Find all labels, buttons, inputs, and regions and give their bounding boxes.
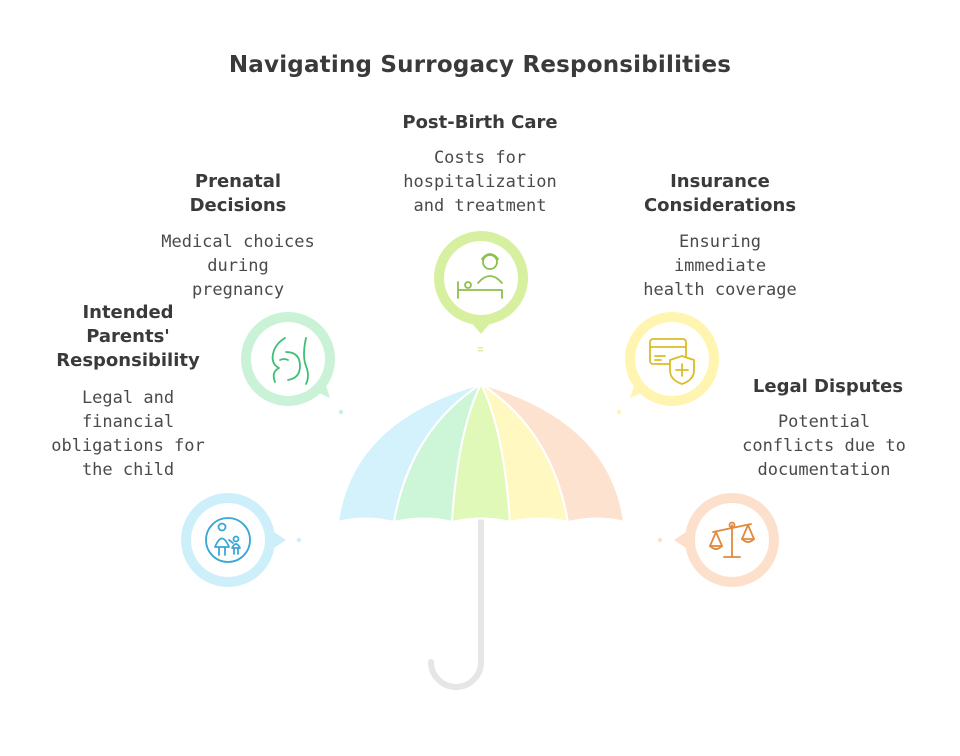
scales-icon — [709, 521, 755, 558]
pregnancy-icon — [271, 337, 309, 385]
desc-line: hospitalization — [403, 172, 557, 192]
desc-line: the child — [81, 460, 175, 480]
desc-line: pregnancy — [191, 280, 285, 300]
heading-line: Intended — [82, 302, 174, 323]
bubble-post-birth-care — [434, 231, 528, 352]
bubble-prenatal-decisions — [241, 312, 344, 415]
umbrella-handle — [428, 517, 484, 690]
desc-line: conflicts due to — [742, 436, 906, 456]
heading-line: Post-Birth Care — [402, 112, 558, 133]
parent-child-icon — [205, 517, 251, 563]
heading-line: Legal Disputes — [752, 376, 904, 397]
desc-line: Medical choices — [161, 232, 315, 252]
desc-line: and treatment — [413, 196, 547, 216]
desc-line: during — [207, 256, 269, 276]
canopy-panel-5 — [480, 383, 626, 524]
desc-line: financial — [81, 412, 175, 432]
desc-line: documentation — [757, 460, 891, 480]
desc-line: Legal and — [81, 388, 175, 408]
heading-prenatal-decisions: Prenatal Decisions — [148, 170, 328, 218]
heading-insurance-considerations: Insurance Considerations — [620, 170, 820, 218]
heading-line: Parents' — [86, 326, 170, 347]
heading-line: Considerations — [643, 195, 797, 216]
desc-line: Ensuring — [679, 232, 761, 252]
nurse-bed-icon — [457, 253, 503, 299]
heading-line: Prenatal — [194, 171, 282, 192]
bubble-insurance-considerations — [616, 312, 719, 415]
heading-line: Decisions — [189, 195, 287, 216]
desc-prenatal-decisions: Medical choices during pregnancy — [138, 230, 338, 302]
desc-intended-parents: Legal and financial obligations for the … — [28, 386, 228, 482]
insurance-card-icon — [649, 338, 695, 385]
umbrella-canopy — [336, 381, 626, 524]
desc-line: Potential — [777, 412, 871, 432]
heading-intended-parents: Intended Parents' Responsibility — [38, 301, 218, 373]
bubble-legal-disputes — [657, 493, 779, 587]
desc-line: health coverage — [643, 280, 797, 300]
heading-line: Responsibility — [56, 350, 200, 371]
heading-legal-disputes: Legal Disputes — [728, 375, 928, 399]
bubble-intended-parents — [181, 493, 302, 587]
desc-insurance-considerations: Ensuring immediate health coverage — [620, 230, 820, 302]
desc-legal-disputes: Potential conflicts due to documentation — [724, 410, 924, 482]
desc-line: immediate — [673, 256, 767, 276]
desc-line: Costs for — [433, 148, 527, 168]
desc-line: obligations for — [51, 436, 205, 456]
diagram-title: Navigating Surrogacy Responsibilities — [228, 52, 732, 78]
heading-post-birth-care: Post-Birth Care — [380, 111, 580, 135]
heading-line: Insurance — [670, 171, 770, 192]
desc-post-birth-care: Costs for hospitalization and treatment — [380, 146, 580, 218]
